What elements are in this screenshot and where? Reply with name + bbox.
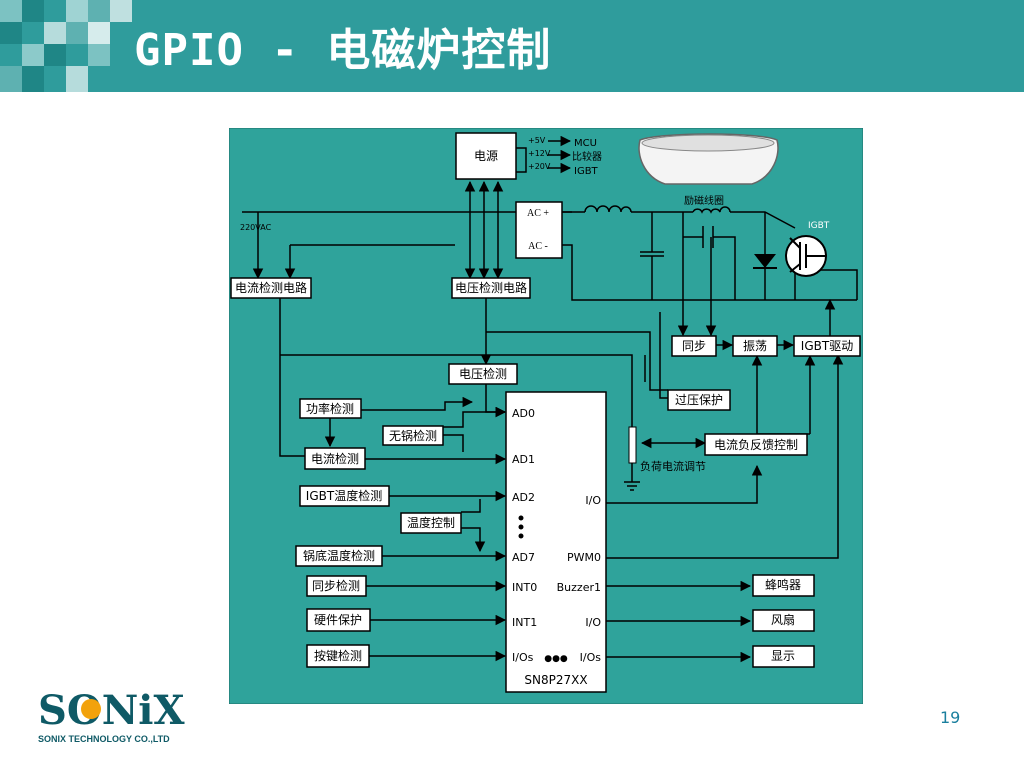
sync-label: 同步 xyxy=(682,339,706,353)
overvoltage-protect-label: 过压保护 xyxy=(675,393,723,407)
mcu-chip-name: SN8P27XX xyxy=(524,673,587,687)
display-block xyxy=(752,645,815,668)
current-feedback-block xyxy=(704,433,808,456)
pot-temp-detect-label: 锅底温度检测 xyxy=(303,548,375,563)
sync-block xyxy=(671,335,717,357)
voltage-detect-block xyxy=(448,363,518,385)
no-pot-detect-label: 无锅检测 xyxy=(389,428,437,443)
voltage-detect-label: 电压检测 xyxy=(459,366,507,381)
hw-protect-label: 硬件保护 xyxy=(314,613,362,627)
induction-cooker-block-diagram: 电源 AC + AC - 电流检测电路 电压检测电路 同步 振荡 IGBT驱动 … xyxy=(229,128,863,704)
page-number: 19 xyxy=(940,708,961,727)
voltage-detect-circuit-label: 电压检测电路 xyxy=(455,280,527,295)
power-supply-label: 电源 xyxy=(474,149,498,163)
ac-input-label: 220VAC xyxy=(240,223,272,232)
rail-comparator-label: 比较器 xyxy=(572,150,602,163)
pin-int0: INT0 xyxy=(512,581,537,594)
buzzer-block xyxy=(752,574,815,597)
ac-plus-label: AC + xyxy=(527,208,549,219)
rail-12v-label: +12V xyxy=(528,149,551,158)
igbt-drive-label: IGBT驱动 xyxy=(801,339,853,353)
voltage-detect-circuit-block xyxy=(451,277,531,299)
igbt-component-label: IGBT xyxy=(808,221,830,231)
buzzer-label: 蜂鸣器 xyxy=(765,577,801,592)
igbt-temp-detect-block xyxy=(299,485,390,507)
pin-ad2: AD2 xyxy=(512,491,535,504)
svg-text:SONiX: SONiX xyxy=(38,687,185,734)
rail-5v-label: +5V xyxy=(528,136,546,145)
pot-temp-detect-block xyxy=(295,545,383,567)
svg-text:SONIX TECHNOLOGY CO.,LTD: SONIX TECHNOLOGY CO.,LTD xyxy=(38,734,170,744)
rail-mcu-label: MCU xyxy=(574,138,597,149)
pin-dots: ●●● xyxy=(544,654,568,664)
pin-io-right-1: I/O xyxy=(585,494,601,507)
fan-block xyxy=(752,609,815,632)
key-detect-block xyxy=(306,644,370,668)
temp-control-block xyxy=(400,512,462,534)
igbt-drive-block xyxy=(793,335,861,357)
pin-buzzer1: Buzzer1 xyxy=(557,581,601,594)
current-detect-label: 电流检测 xyxy=(311,451,359,466)
fan-label: 风扇 xyxy=(771,612,795,627)
mcu-chip xyxy=(505,391,607,693)
pin-ad1: AD1 xyxy=(512,453,535,466)
oscillate-label: 振荡 xyxy=(743,339,767,353)
rail-igbt-label: IGBT xyxy=(574,166,599,177)
sync-detect-block xyxy=(306,575,367,597)
igbt-temp-detect-label: IGBT温度检测 xyxy=(306,488,382,503)
pin-int1: INT1 xyxy=(512,616,537,629)
no-pot-detect-block xyxy=(382,425,444,446)
current-feedback-label: 电流负反馈控制 xyxy=(714,438,798,452)
power-detect-block xyxy=(299,398,362,419)
pin-io-right-2: I/O xyxy=(585,616,601,629)
coil-label: 励磁线圈 xyxy=(684,194,724,207)
key-detect-label: 按键检测 xyxy=(314,648,362,663)
sync-detect-label: 同步检测 xyxy=(312,578,360,593)
oscillate-block xyxy=(732,335,778,357)
rectifier-block xyxy=(515,201,563,259)
load-current-adjust-label: 负荷电流调节 xyxy=(640,459,706,473)
rail-20v-label: +20V xyxy=(528,162,551,171)
display-label: 显示 xyxy=(771,649,795,663)
mosaic-decoration xyxy=(0,0,132,92)
pin-pwm0: PWM0 xyxy=(567,551,601,564)
temp-control-label: 温度控制 xyxy=(407,515,455,530)
current-detect-circuit-block xyxy=(230,277,312,299)
hw-protect-block xyxy=(306,608,371,632)
pin-ad0: AD0 xyxy=(512,407,535,420)
slide-title: GPIO - 电磁炉控制 xyxy=(134,25,552,76)
title-bar: GPIO - 电磁炉控制 xyxy=(0,0,1024,92)
current-detect-block xyxy=(304,447,366,470)
overvoltage-protect-block xyxy=(667,389,731,411)
power-supply-block xyxy=(455,132,517,180)
pin-ios-right: I/Os xyxy=(580,651,602,664)
ac-minus-label: AC - xyxy=(528,241,548,252)
power-detect-label: 功率检测 xyxy=(306,401,354,416)
pin-ios-left: I/Os xyxy=(512,651,534,664)
sonix-logo: SONiX SONIX TECHNOLOGY CO.,LTD xyxy=(36,684,216,748)
pin-ad7: AD7 xyxy=(512,551,535,564)
current-detect-circuit-label: 电流检测电路 xyxy=(235,280,307,295)
